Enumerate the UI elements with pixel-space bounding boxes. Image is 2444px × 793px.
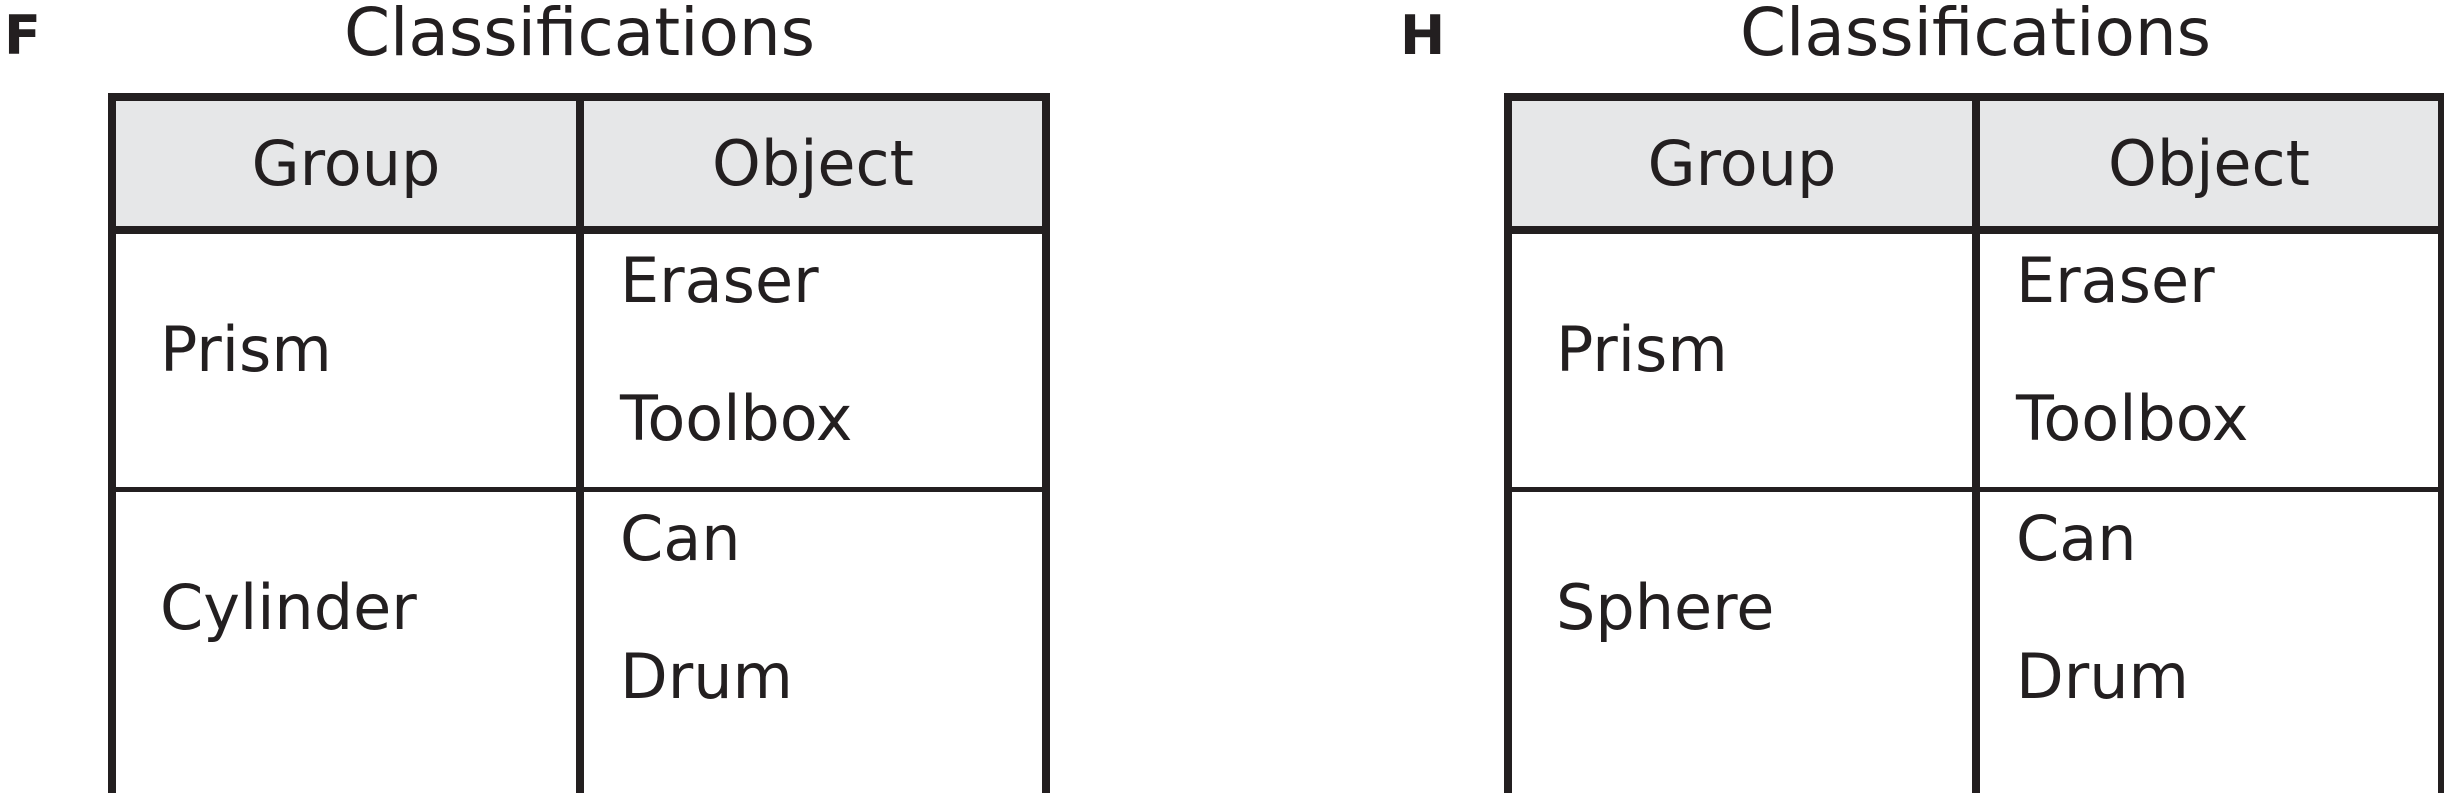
row-divider [116,487,1042,492]
answer-choice-h: H Classifications Group Object Prism Era… [1400,0,2444,793]
row-1-object-2: Toolbox [2016,382,2249,455]
column-divider [1972,101,1980,793]
row-1-object-2: Toolbox [620,382,853,455]
header-group: Group [116,101,576,226]
row-1-group: Prism [160,313,332,386]
row-divider [1512,487,2438,492]
classification-table: Group Object Prism Eraser Toolbox Sphere… [1504,93,2444,793]
row-1-group: Prism [1556,313,1728,386]
row-1-object-1: Eraser [2016,244,2215,317]
header-group: Group [1512,101,1972,226]
header-object: Object [584,101,1042,226]
table-title: Classifications [343,0,816,71]
row-2-object-1: Can [2016,502,2137,575]
row-2-object-1: Can [620,502,741,575]
column-divider [576,101,584,793]
header-divider [116,226,1042,234]
table-title: Classifications [1739,0,2212,71]
choice-letter: F [4,4,41,67]
header-object: Object [1980,101,2438,226]
header-divider [1512,226,2438,234]
row-2-object-2: Drum [2016,640,2189,713]
row-2-object-2: Drum [620,640,793,713]
choice-letter: H [1400,4,1446,67]
classification-table: Group Object Prism Eraser Toolbox Cylind… [108,93,1050,793]
row-1-object-1: Eraser [620,244,819,317]
row-2-group: Cylinder [160,571,417,644]
row-2-group: Sphere [1556,571,1775,644]
answer-choice-f: F Classifications Group Object Prism Era… [4,0,1104,793]
